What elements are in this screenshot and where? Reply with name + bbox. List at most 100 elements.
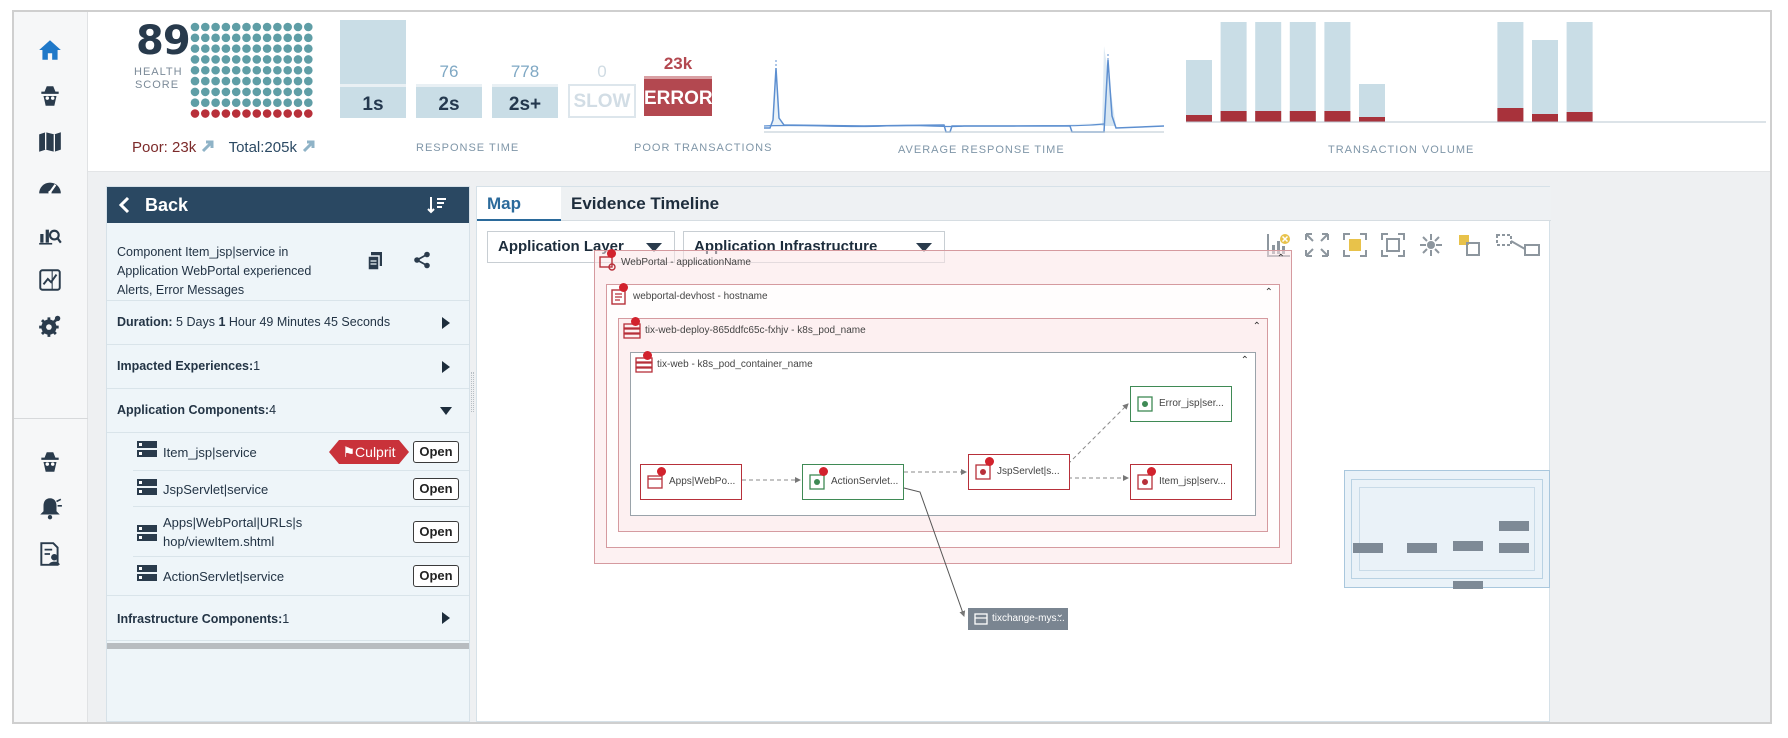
open-button[interactable]: Open bbox=[413, 565, 459, 587]
alert-badge bbox=[643, 351, 652, 360]
node-apps-webportal[interactable]: Apps|WebPo... bbox=[640, 464, 742, 500]
average-response-time-chart[interactable] bbox=[764, 46, 1164, 142]
volume-bar[interactable] bbox=[1532, 40, 1558, 122]
health-dot-good bbox=[293, 33, 303, 43]
health-dot-good bbox=[304, 87, 313, 97]
rt-bucket-2s[interactable]: 76 2s bbox=[416, 62, 482, 118]
volume-bar[interactable] bbox=[1220, 22, 1247, 122]
collapse-caret-icon[interactable]: ⌃ bbox=[1252, 321, 1261, 332]
volume-error-bar[interactable] bbox=[1186, 115, 1212, 122]
health-dot-good bbox=[273, 55, 282, 64]
collapse-down-chevron-icon[interactable] bbox=[439, 406, 453, 416]
dashboard-gauge-icon[interactable] bbox=[36, 174, 64, 202]
group-title: tix-web - k8s_pod_container_name bbox=[657, 359, 813, 370]
expand-all-icon[interactable] bbox=[1303, 231, 1331, 259]
node-item-jsp[interactable]: Item_jsp|serv... bbox=[1130, 464, 1232, 500]
duration-text: Duration: 5 Days 1 Hour 49 Minutes 45 Se… bbox=[117, 315, 390, 329]
impacted-experiences-row[interactable]: Impacted Experiences:1 bbox=[107, 345, 469, 389]
panel-resize-handle[interactable] bbox=[471, 372, 474, 412]
transaction-volume-chart[interactable] bbox=[1186, 22, 1766, 124]
volume-bar[interactable] bbox=[1255, 22, 1282, 122]
volume-error-bar[interactable] bbox=[1324, 111, 1351, 122]
fit-to-screen-icon[interactable] bbox=[1379, 231, 1407, 259]
open-button[interactable]: Open bbox=[413, 521, 459, 543]
volume-bar[interactable] bbox=[1359, 84, 1385, 122]
culprit-label: Culprit bbox=[355, 444, 396, 460]
agent-icon[interactable] bbox=[36, 448, 64, 476]
node-error-jsp[interactable]: Error_jsp|ser... bbox=[1130, 386, 1232, 422]
volume-error-bar[interactable] bbox=[1255, 111, 1282, 122]
component-row-item-jsp[interactable]: Item_jsp|service ⚑Culprit Open bbox=[133, 433, 469, 471]
health-dot-poor bbox=[201, 109, 210, 118]
app-components-label: Application Components: bbox=[117, 403, 270, 417]
health-dot-good bbox=[252, 98, 262, 108]
volume-bar[interactable] bbox=[1566, 22, 1593, 122]
poor-trend-arrow-icon[interactable] bbox=[200, 138, 216, 154]
server-icon bbox=[137, 565, 157, 581]
expand-right-chevron-icon[interactable] bbox=[441, 360, 451, 374]
volume-bar[interactable] bbox=[1289, 22, 1316, 122]
tab-map-view[interactable]: Map View bbox=[477, 187, 561, 247]
fit-selection-icon[interactable] bbox=[1341, 231, 1369, 259]
minimap-group bbox=[1359, 487, 1535, 571]
component-row-apps-webportal[interactable]: Apps|WebPortal|URLs|shop/viewItem.shtml … bbox=[133, 507, 469, 557]
open-button[interactable]: Open bbox=[413, 478, 459, 500]
node-tixchange-database[interactable]: tixchange-mys... ⌄ bbox=[968, 608, 1068, 630]
map-icon[interactable] bbox=[36, 128, 64, 156]
expand-caret-icon[interactable]: ⌄ bbox=[1055, 609, 1064, 620]
error-bucket[interactable]: 23k ERROR bbox=[644, 54, 713, 116]
poor-transactions-label: POOR TRANSACTIONS bbox=[634, 142, 773, 154]
copy-icon[interactable] bbox=[367, 251, 383, 271]
volume-error-bar[interactable] bbox=[1289, 111, 1316, 122]
minimap[interactable] bbox=[1344, 470, 1550, 589]
settings-gear-icon[interactable] bbox=[36, 312, 64, 340]
duration-row[interactable]: Duration: 5 Days 1 Hour 49 Minutes 45 Se… bbox=[107, 301, 469, 345]
event-description-row: Component Item_jsp|service in Applicatio… bbox=[107, 223, 469, 301]
minimap-toggle-icon[interactable] bbox=[1495, 231, 1543, 259]
volume-error-bar[interactable] bbox=[1359, 117, 1385, 122]
application-components-row[interactable]: Application Components:4 bbox=[107, 389, 469, 433]
report-icon[interactable] bbox=[36, 266, 64, 294]
collapse-caret-icon[interactable]: ⌃ bbox=[1276, 253, 1285, 264]
spy-icon[interactable] bbox=[36, 82, 64, 110]
node-jspservlet[interactable]: JspServlet|s... bbox=[968, 454, 1070, 490]
node-actionservlet[interactable]: ActionServlet... bbox=[802, 464, 904, 500]
layout-star-icon[interactable] bbox=[1417, 231, 1445, 259]
health-dot-poor bbox=[304, 109, 313, 118]
rt-bucket-1s[interactable]: 1s bbox=[340, 20, 406, 118]
component-row-actionservlet[interactable]: ActionServlet|service Open bbox=[133, 557, 469, 595]
analytics-search-icon[interactable] bbox=[36, 220, 64, 248]
volume-error-bar[interactable] bbox=[1497, 108, 1524, 122]
volume-bar[interactable] bbox=[1497, 22, 1524, 122]
volume-bar[interactable] bbox=[1324, 22, 1351, 122]
health-dot-good bbox=[221, 76, 231, 86]
home-icon[interactable] bbox=[36, 36, 64, 64]
rt-bucket-2splus[interactable]: 778 2s+ bbox=[492, 62, 558, 118]
health-dot-good bbox=[242, 65, 251, 75]
sort-icon[interactable] bbox=[427, 196, 447, 214]
open-button[interactable]: Open bbox=[413, 441, 459, 463]
rt-bucket-slow[interactable]: 0 SLOW bbox=[568, 62, 636, 118]
volume-error-bar[interactable] bbox=[1220, 111, 1247, 122]
share-icon[interactable] bbox=[413, 251, 431, 269]
health-dot-good bbox=[252, 44, 262, 53]
health-dot-good bbox=[201, 33, 210, 43]
group-nodes-icon[interactable] bbox=[1455, 231, 1483, 259]
volume-bar[interactable] bbox=[1186, 60, 1212, 122]
tab-evidence-timeline[interactable]: Evidence Timeline bbox=[571, 194, 720, 213]
user-document-icon[interactable] bbox=[36, 540, 64, 568]
back-chevron-icon[interactable] bbox=[117, 196, 131, 214]
alert-bell-icon[interactable] bbox=[36, 494, 64, 522]
collapse-caret-icon[interactable]: ⌃ bbox=[1240, 355, 1249, 366]
volume-error-bar[interactable] bbox=[1566, 112, 1593, 122]
collapse-caret-icon[interactable]: ⌃ bbox=[1264, 287, 1273, 298]
expand-right-chevron-icon[interactable] bbox=[441, 611, 451, 625]
total-trend-arrow-icon[interactable] bbox=[301, 138, 317, 154]
component-row-jspservlet[interactable]: JspServlet|service Open bbox=[133, 471, 469, 507]
infrastructure-components-row[interactable]: Infrastructure Components:1 bbox=[107, 595, 469, 641]
node-label: JspServlet|s... bbox=[997, 466, 1060, 477]
expand-right-chevron-icon[interactable] bbox=[441, 316, 451, 330]
back-button[interactable]: Back bbox=[145, 194, 189, 215]
volume-error-bar[interactable] bbox=[1532, 114, 1558, 122]
rt-bucket-2s-value: 76 bbox=[439, 62, 459, 81]
